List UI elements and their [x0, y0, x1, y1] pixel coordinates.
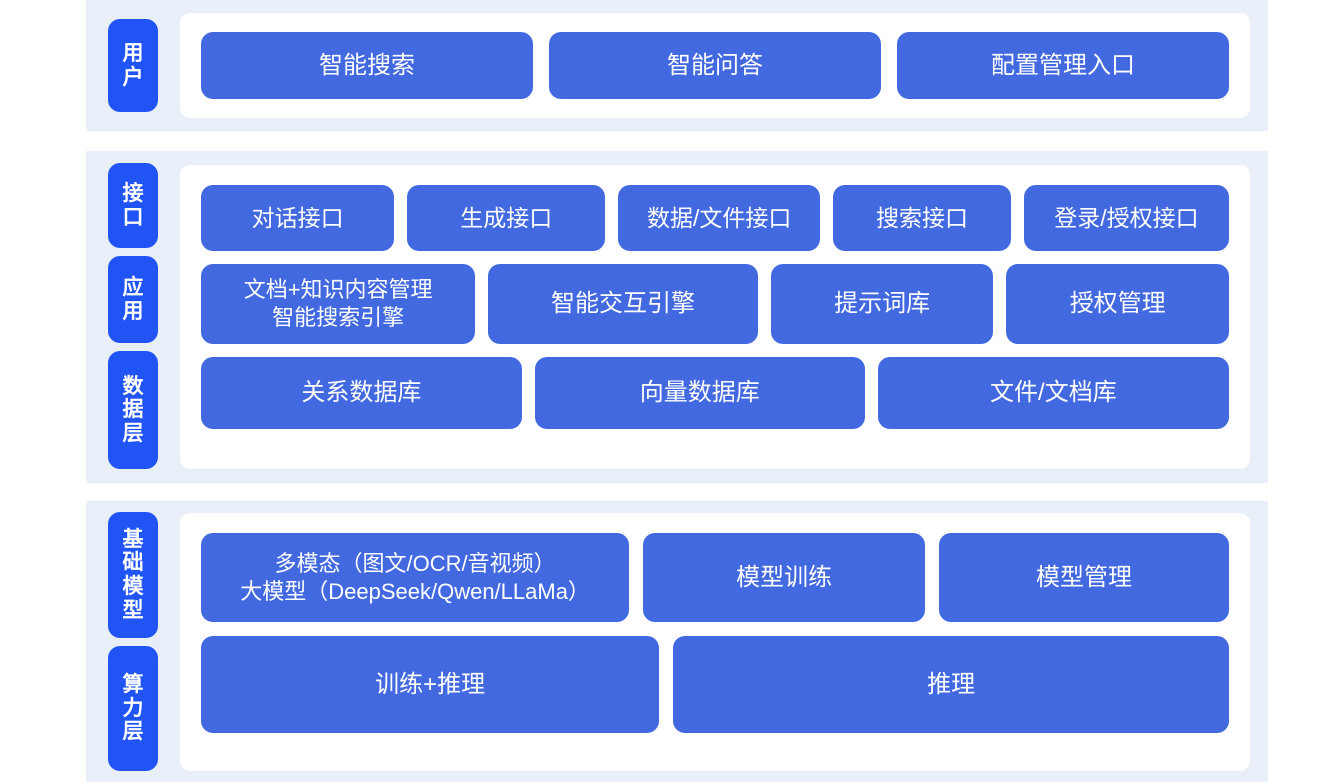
box-login-auth-api[interactable]: 登录/授权接口	[1024, 185, 1229, 251]
row-user-entries: 智能搜索 智能问答 配置管理入口	[180, 13, 1250, 118]
box-prompt-library[interactable]: 提示词库	[770, 264, 994, 344]
layer-label-user: 用 户	[108, 19, 158, 112]
row-interface: 对话接口 生成接口 数据/文件接口 搜索接口 登录/授权接口	[201, 185, 1229, 251]
box-vector-database[interactable]: 向量数据库	[534, 357, 865, 429]
layer-label-data: 数 据 层	[108, 351, 158, 469]
label-column-infrastructure-layer: 基 础 模 型 算 力 层	[86, 501, 180, 784]
box-file-document-store[interactable]: 文件/文档库	[877, 357, 1229, 429]
label-column-user-layer: 用 户	[86, 0, 180, 131]
box-dialog-api[interactable]: 对话接口	[201, 185, 395, 251]
layer-label-data-char-0: 数	[122, 374, 144, 398]
layer-label-interface-char-0: 接	[122, 181, 144, 205]
layer-label-foundation-model-char-0: 基	[122, 527, 144, 551]
layer-label-data-char-1: 据	[122, 398, 144, 422]
layer-label-application-char-0: 应	[122, 275, 144, 299]
card-user-layer: 智能搜索 智能问答 配置管理入口	[180, 13, 1250, 118]
page-bottom-rule	[0, 782, 1338, 784]
row-application: 文档+知识内容管理 智能搜索引擎 智能交互引擎 提示词库 授权管理	[201, 264, 1229, 344]
layer-label-application-char-1: 用	[122, 299, 144, 323]
layer-label-compute-char-0: 算	[122, 673, 144, 697]
rows-platform-layer: 对话接口 生成接口 数据/文件接口 搜索接口 登录/授权接口 文档+知识内容管理…	[180, 165, 1250, 469]
layer-label-data-char-2: 层	[122, 421, 144, 445]
box-smart-qa[interactable]: 智能问答	[549, 32, 881, 99]
box-multimodal-large-model[interactable]: 多模态（图文/OCR/音视频） 大模型（DeepSeek/Qwen/LLaMa）	[201, 533, 630, 622]
box-relational-database[interactable]: 关系数据库	[201, 357, 522, 429]
box-smart-interaction-engine[interactable]: 智能交互引擎	[488, 264, 758, 344]
layer-label-foundation-model-char-1: 础	[122, 551, 144, 575]
row-compute: 训练+推理 推理	[201, 636, 1229, 733]
section-platform-layer: 接 口 应 用 数 据 层 对话接口 生成接口 数据/文件接口 搜索接口 登录/	[86, 151, 1268, 483]
row-model: 多模态（图文/OCR/音视频） 大模型（DeepSeek/Qwen/LLaMa）…	[201, 533, 1229, 622]
box-data-file-api[interactable]: 数据/文件接口	[618, 185, 821, 251]
layer-label-interface: 接 口	[108, 163, 158, 248]
layer-label-interface-char-1: 口	[122, 205, 144, 229]
box-smart-search[interactable]: 智能搜索	[201, 32, 533, 99]
rows-infrastructure-layer: 多模态（图文/OCR/音视频） 大模型（DeepSeek/Qwen/LLaMa）…	[180, 513, 1250, 771]
box-inference[interactable]: 推理	[673, 636, 1229, 733]
layer-label-compute: 算 力 层	[108, 646, 158, 771]
card-infrastructure-layer: 多模态（图文/OCR/音视频） 大模型（DeepSeek/Qwen/LLaMa）…	[180, 513, 1250, 771]
box-generation-api[interactable]: 生成接口	[407, 185, 606, 251]
layer-label-foundation-model: 基 础 模 型	[108, 512, 158, 638]
box-config-management-entry[interactable]: 配置管理入口	[897, 32, 1229, 99]
card-platform-layer: 对话接口 生成接口 数据/文件接口 搜索接口 登录/授权接口 文档+知识内容管理…	[180, 165, 1250, 469]
row-data: 关系数据库 向量数据库 文件/文档库	[201, 357, 1229, 429]
layer-label-foundation-model-char-3: 型	[122, 598, 144, 622]
box-model-management[interactable]: 模型管理	[939, 533, 1229, 622]
section-infrastructure-layer: 基 础 模 型 算 力 层 多模态（图文/OCR/音视频） 大模型（DeepSe…	[86, 501, 1268, 784]
box-training-and-inference[interactable]: 训练+推理	[201, 636, 660, 733]
section-user-layer: 用 户 智能搜索 智能问答 配置管理入口	[86, 0, 1268, 131]
layer-label-user-char-0: 用	[122, 41, 144, 65]
box-document-knowledge-management[interactable]: 文档+知识内容管理 智能搜索引擎	[201, 264, 476, 344]
box-search-api[interactable]: 搜索接口	[833, 185, 1011, 251]
layer-label-user-char-1: 户	[122, 65, 144, 89]
label-column-platform-layer: 接 口 应 用 数 据 层	[86, 151, 180, 483]
box-authorization-management[interactable]: 授权管理	[1006, 264, 1229, 344]
layer-label-application: 应 用	[108, 256, 158, 343]
box-model-training[interactable]: 模型训练	[643, 533, 926, 622]
layer-label-foundation-model-char-2: 模	[122, 575, 144, 598]
layer-label-compute-char-1: 力	[122, 696, 144, 720]
layer-label-compute-char-2: 层	[122, 720, 144, 744]
